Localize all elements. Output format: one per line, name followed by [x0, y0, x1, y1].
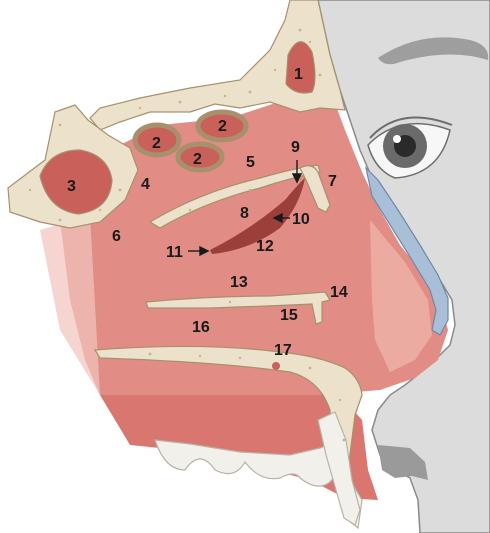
- label-17: 17: [274, 342, 292, 359]
- label-16: 16: [192, 319, 210, 336]
- label-2c: 2: [193, 151, 202, 168]
- label-12: 12: [256, 238, 274, 255]
- eye-highlight: [393, 135, 401, 143]
- label-2b: 2: [152, 135, 161, 152]
- label-11: 11: [166, 244, 183, 261]
- label-1: 1: [294, 66, 303, 83]
- label-7: 7: [328, 173, 337, 190]
- label-15: 15: [280, 307, 298, 324]
- mucosa-fade: [40, 215, 100, 395]
- label-13: 13: [230, 274, 248, 291]
- label-5: 5: [246, 154, 255, 171]
- label-2a: 2: [218, 118, 227, 135]
- label-10: 10: [292, 211, 310, 228]
- label-6: 6: [112, 228, 121, 245]
- label-3: 3: [67, 178, 76, 195]
- label-14: 14: [330, 284, 348, 301]
- label-8: 8: [240, 205, 249, 222]
- palate-foramen: [272, 362, 280, 370]
- label-9: 9: [291, 139, 300, 156]
- label-4: 4: [141, 176, 150, 193]
